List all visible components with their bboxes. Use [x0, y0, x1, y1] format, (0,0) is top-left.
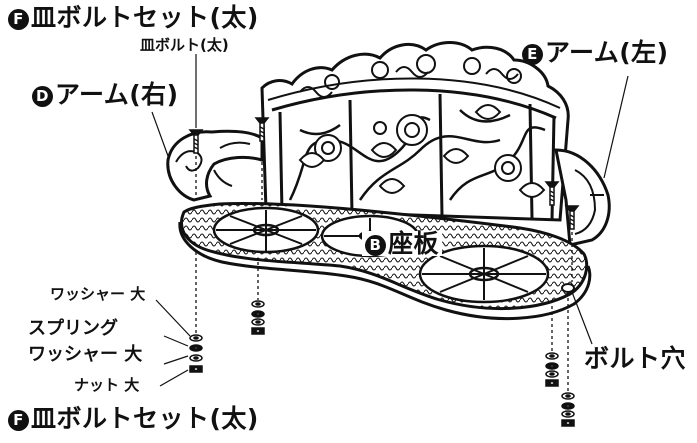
label-f-bottom-text: 皿ボルトセット(太) — [31, 404, 259, 433]
label-spring-washer: ワッシャー 大 — [28, 344, 143, 365]
badge-f-icon: F — [8, 9, 29, 30]
bolts — [188, 117, 580, 230]
badge-f-bottom-icon: F — [8, 410, 29, 431]
label-bolt-hole: ボルト穴 — [584, 344, 687, 373]
washer-stacks — [189, 300, 575, 427]
label-e-arm-text: アーム(左) — [545, 38, 669, 67]
leader-lines — [151, 54, 629, 387]
badge-b-icon: B — [365, 235, 386, 256]
arm-right-d — [166, 129, 264, 202]
label-f-top-text: 皿ボルトセット(太) — [31, 3, 259, 32]
bolt-hole — [561, 283, 575, 293]
label-d-arm-text: アーム(右) — [55, 80, 179, 109]
badge-e-icon: E — [522, 44, 543, 65]
label-sara-bolt: 皿ボルト(太) — [140, 36, 229, 54]
label-spring: スプリング — [28, 318, 118, 339]
label-washer: ワッシャー 大 — [50, 285, 146, 303]
label-nut: ナット 大 — [74, 376, 140, 394]
badge-d-icon: D — [32, 86, 53, 107]
label-b-seat-text: 座板 — [388, 229, 440, 258]
